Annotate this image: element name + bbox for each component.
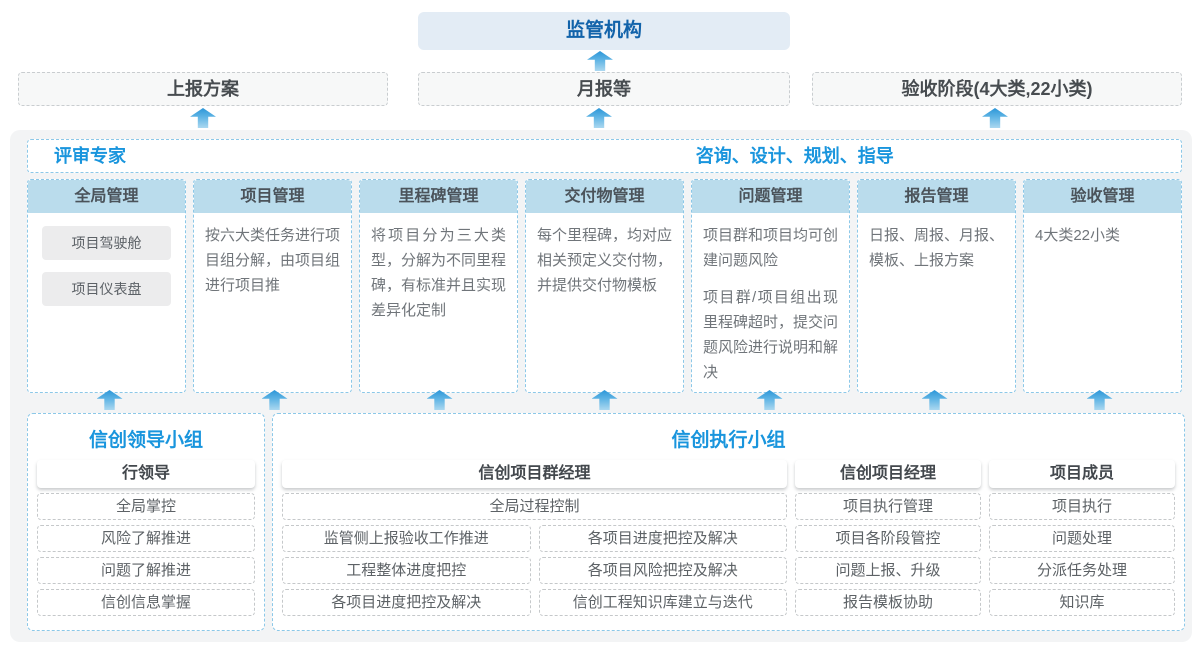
arrow-up-to-regulator-icon [587, 51, 613, 71]
column-header: 项目管理 [194, 180, 351, 213]
lead-group-title: 信创领导小组 [88, 430, 203, 451]
project-manager-column: 信创项目经理 项目执行管理 项目各阶段管控 问题上报、升级 报告模板协助 [795, 460, 981, 616]
program-manager-column: 信创项目群经理 全局过程控制 监管侧上报验收工作推进 各项目进度把控及解决 工程… [282, 460, 787, 616]
column-body: 将项目分为三大类型，分解为不同里程碑，有标准并且实现差异化定制 [360, 213, 517, 333]
column-deliverable-management: 交付物管理 每个里程碑，均对应相关预定义交付物，并提供交付物模板 [525, 179, 684, 393]
task-item: 知识库 [989, 589, 1175, 616]
output-box-acceptance-stage: 验收阶段(4大类,22小类) [812, 72, 1182, 106]
exec-group-box: 信创执行小组 信创项目群经理 全局过程控制 监管侧上报验收工作推进 各项目进度把… [272, 413, 1185, 631]
column-text: 4大类22小类 [1035, 227, 1121, 244]
output-box-monthly-report: 月报等 [418, 72, 790, 106]
arrow-up-to-report-plan-icon [190, 108, 216, 128]
arrow-up-icon [591, 390, 618, 410]
column-text: 项目群和项目均可创建问题风险 [703, 227, 839, 269]
task-item: 各项目风险把控及解决 [538, 557, 787, 584]
function-columns: 全局管理 项目驾驶舱 项目仪表盘 项目管理 按六大类任务进行项目组分解，由项目组… [27, 179, 1182, 393]
task-item: 信创工程知识库建立与迭代 [538, 589, 787, 616]
project-member-column: 项目成员 项目执行 问题处理 分派任务处理 知识库 [989, 460, 1175, 616]
column-body: 按六大类任务进行项目组分解，由项目组进行项目推 [194, 213, 351, 308]
column-header: 报告管理 [858, 180, 1015, 213]
pill-project-cockpit: 项目驾驶舱 [42, 226, 171, 260]
mid-arrows-row [27, 390, 1182, 411]
column-header: 交付物管理 [526, 180, 683, 213]
task-item: 问题了解推进 [37, 557, 255, 584]
column-milestone-management: 里程碑管理 将项目分为三大类型，分解为不同里程碑，有标准并且实现差异化定制 [359, 179, 518, 393]
arrow-up-icon [921, 390, 948, 410]
task-item: 各项目进度把控及解决 [538, 525, 787, 552]
column-body: 项目群和项目均可创建问题风险 项目群/项目组出现里程碑超时，提交问题风险进行说明… [692, 213, 849, 392]
task-item: 全局过程控制 [282, 493, 787, 520]
arrow-up-icon [1086, 390, 1113, 410]
column-header: 问题管理 [692, 180, 849, 213]
task-item: 报告模板协助 [795, 589, 981, 616]
column-body: 项目驾驶舱 项目仪表盘 [28, 213, 185, 328]
task-item: 问题上报、升级 [795, 557, 981, 584]
column-body: 每个里程碑，均对应相关预定义交付物，并提供交付物模板 [526, 213, 683, 308]
task-item: 分派任务处理 [989, 557, 1175, 584]
column-text: 按六大类任务进行项目组分解，由项目组进行项目推 [205, 227, 341, 294]
role-header-project-manager: 信创项目经理 [795, 460, 981, 488]
arrow-up-icon [756, 390, 783, 410]
pill-project-dashboard: 项目仪表盘 [42, 272, 171, 306]
arrow-up-icon [426, 390, 453, 410]
main-panel: 评审专家 咨询、设计、规划、指导 全局管理 项目驾驶舱 项目仪表盘 项目管理 按… [10, 130, 1192, 642]
task-item: 信创信息掌握 [37, 589, 255, 616]
role-header-project-member: 项目成员 [989, 460, 1175, 488]
task-item: 各项目进度把控及解决 [282, 589, 531, 616]
program-manager-task-grid: 监管侧上报验收工作推进 各项目进度把控及解决 工程整体进度把控 各项目风险把控及… [282, 525, 787, 616]
output-box-report-plan: 上报方案 [18, 72, 388, 106]
task-item: 问题处理 [989, 525, 1175, 552]
task-item: 项目各阶段管控 [795, 525, 981, 552]
experts-label: 评审专家 [54, 146, 126, 166]
consult-label: 咨询、设计、规划、指导 [695, 146, 894, 166]
task-item: 项目执行管理 [795, 493, 981, 520]
column-text: 将项目分为三大类型，分解为不同里程碑，有标准并且实现差异化定制 [371, 227, 507, 319]
arrow-up-icon [96, 390, 123, 410]
task-item: 工程整体进度把控 [282, 557, 531, 584]
experts-strip: 评审专家 咨询、设计、规划、指导 [27, 139, 1182, 173]
arrow-up-to-monthly-report-icon [586, 108, 612, 128]
task-item: 项目执行 [989, 493, 1175, 520]
column-issue-management: 问题管理 项目群和项目均可创建问题风险 项目群/项目组出现里程碑超时，提交问题风… [691, 179, 850, 393]
arrow-up-to-acceptance-stage-icon [982, 108, 1008, 128]
column-text: 项目群/项目组出现里程碑超时，提交问题风险进行说明和解决 [703, 289, 839, 381]
task-item: 风险了解推进 [37, 525, 255, 552]
exec-group-columns: 信创项目群经理 全局过程控制 监管侧上报验收工作推进 各项目进度把控及解决 工程… [273, 460, 1184, 616]
task-item: 监管侧上报验收工作推进 [282, 525, 531, 552]
arrow-up-icon [261, 390, 288, 410]
column-body: 4大类22小类 [1024, 213, 1181, 258]
task-item: 全局掌控 [37, 493, 255, 520]
column-report-management: 报告管理 日报、周报、月报、模板、上报方案 [857, 179, 1016, 393]
exec-group-title: 信创执行小组 [671, 430, 786, 451]
column-body: 日报、周报、月报、模板、上报方案 [858, 213, 1015, 283]
column-header: 验收管理 [1024, 180, 1181, 213]
column-header: 里程碑管理 [360, 180, 517, 213]
lead-group-body: 行领导 全局掌控 风险了解推进 问题了解推进 信创信息掌握 [28, 460, 264, 616]
regulator-box: 监管机构 [418, 12, 790, 50]
column-global-management: 全局管理 项目驾驶舱 项目仪表盘 [27, 179, 186, 393]
column-header: 全局管理 [28, 180, 185, 213]
column-project-management: 项目管理 按六大类任务进行项目组分解，由项目组进行项目推 [193, 179, 352, 393]
column-text: 每个里程碑，均对应相关预定义交付物，并提供交付物模板 [537, 227, 673, 294]
column-acceptance-management: 验收管理 4大类22小类 [1023, 179, 1182, 393]
column-text: 日报、周报、月报、模板、上报方案 [869, 227, 1005, 269]
lead-group-box: 信创领导小组 行领导 全局掌控 风险了解推进 问题了解推进 信创信息掌握 [27, 413, 265, 631]
role-header-bank-leader: 行领导 [37, 460, 255, 488]
role-header-program-manager: 信创项目群经理 [282, 460, 787, 488]
